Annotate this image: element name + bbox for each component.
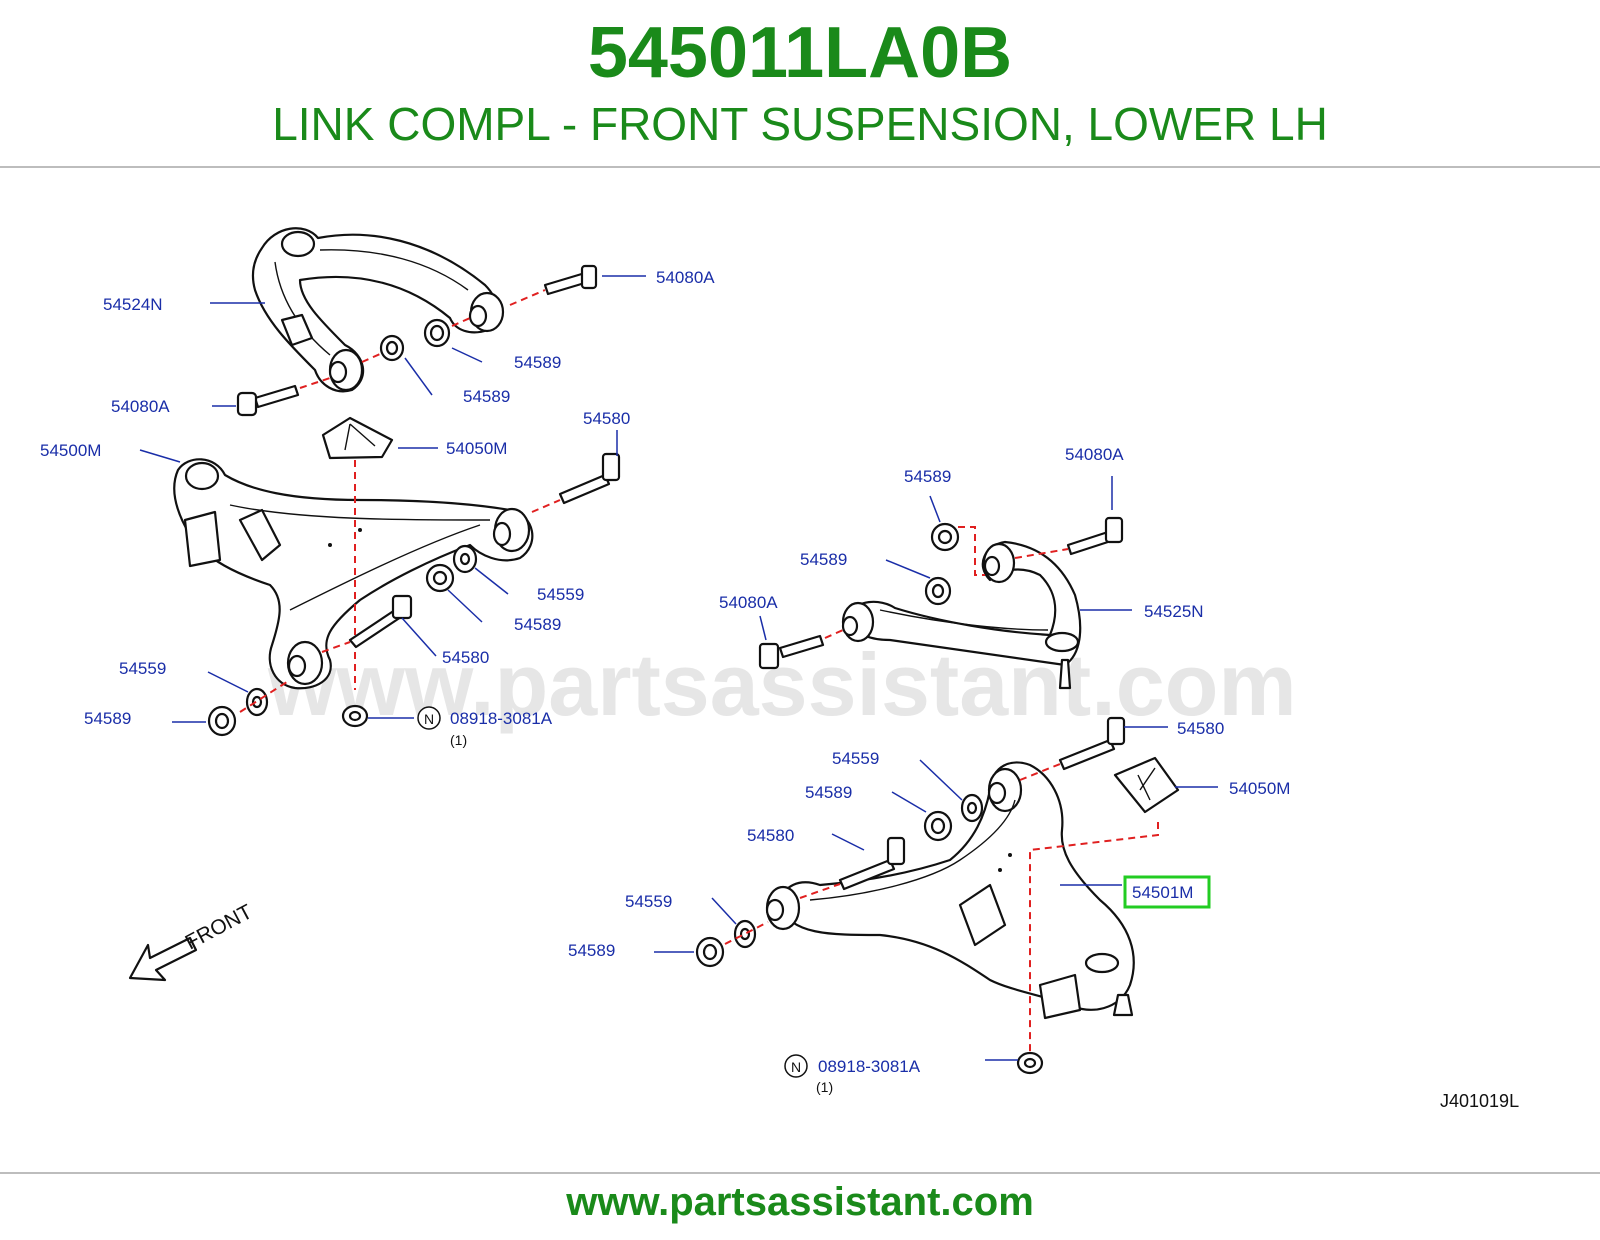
lower-arm-left-drawing: [173, 458, 534, 690]
washer-54559-left-b: [245, 687, 269, 717]
leader-dash-6: [321, 641, 351, 653]
label-54580-b: 54580: [442, 648, 489, 667]
label-54589-a: 54589: [514, 353, 561, 372]
nut-callout-left: N: [417, 706, 441, 730]
nut-54589-a: [423, 318, 451, 348]
nut-54589-right-b: [695, 936, 725, 968]
label-54589-b: 54589: [463, 387, 510, 406]
footer-url[interactable]: www.partsassistant.com: [566, 1180, 1034, 1224]
label-54080A-d: 54080A: [719, 593, 778, 612]
washer-54559-left-a: [452, 544, 478, 574]
nut-54589-left-a: [425, 563, 455, 593]
leader-dash-10: [824, 629, 844, 639]
label-08918-a: 08918-3081A: [450, 709, 553, 728]
label-54500M: 54500M: [40, 441, 101, 460]
front-arrow-icon: [128, 936, 198, 982]
leader-dash-8: [958, 526, 985, 576]
upper-arm-left-drawing: [251, 227, 505, 393]
part-number-title: 545011LA0B: [587, 13, 1013, 93]
nut-08918-left: [341, 704, 369, 728]
leader-dash-1: [509, 289, 546, 306]
label-54525N: 54525N: [1144, 602, 1204, 621]
label-54080A-b: 54080A: [111, 397, 170, 416]
label-54080A-a: 54080A: [656, 268, 715, 287]
bolt-54580-upper-left: [558, 452, 621, 505]
bolt-54580-right-top: [1058, 716, 1126, 771]
label-08918-b: 08918-3081A: [818, 1057, 921, 1076]
parts-diagram: www.partsassistant.com: [0, 172, 1600, 1152]
label-54524N: 54524N: [103, 295, 163, 314]
nut-54589-left-b: [207, 705, 237, 737]
label-54559-b: 54559: [119, 659, 166, 678]
bolt-54080A-upper: [543, 264, 598, 296]
label-54559-a: 54559: [537, 585, 584, 604]
part-description: LINK COMPL - FRONT SUSPENSION, LOWER LH: [272, 98, 1328, 150]
label-54589-d: 54589: [84, 709, 131, 728]
bolt-54580-lower-left: [348, 594, 413, 649]
nut-symbol-right: N: [791, 1059, 801, 1075]
nut-08918-right: [1016, 1051, 1044, 1075]
part-labels: 54524N 54080A 54589 54589 54080A 54580 5…: [40, 268, 1290, 1095]
nut-54589-right-top: [930, 522, 960, 552]
leader-dash-9: [1014, 548, 1069, 559]
header: 545011LA0B LINK COMPL - FRONT SUSPENSION…: [0, 0, 1600, 168]
upper-arm-right-drawing: [841, 540, 1082, 690]
qty-right: (1): [816, 1079, 833, 1095]
bolt-54580-right-mid: [838, 836, 906, 891]
leader-dash-7: [239, 679, 291, 713]
front-label: FRONT: [182, 900, 257, 954]
qty-left: (1): [450, 732, 467, 748]
label-54589-h: 54589: [568, 941, 615, 960]
label-54580-a: 54580: [583, 409, 630, 428]
leader-dash-3: [299, 353, 381, 389]
bolt-54080A-right-left: [758, 634, 825, 670]
label-54080A-c: 54080A: [1065, 445, 1124, 464]
nut-54589-right-a: [923, 810, 953, 842]
nut-54589-b: [379, 334, 405, 362]
label-54589-g: 54589: [805, 783, 852, 802]
label-54589-c: 54589: [514, 615, 561, 634]
bolt-54080A-lower: [236, 384, 300, 417]
nut-54589-right-mid: [924, 576, 952, 606]
label-54559-c: 54559: [832, 749, 879, 768]
nut-callout-right: N: [784, 1054, 808, 1078]
washer-54559-right-a: [960, 793, 984, 823]
label-54501M: 54501M: [1132, 883, 1193, 902]
label-54050M-b: 54050M: [1229, 779, 1290, 798]
leader-dash-5: [531, 499, 561, 513]
diagram-code: J401019L: [1440, 1091, 1519, 1111]
target-part-highlight: [1123, 875, 1211, 909]
bolt-54080A-right-top: [1066, 516, 1124, 556]
bumper-54050M-left: [321, 416, 394, 460]
nut-symbol-left: N: [424, 711, 434, 727]
leader-lines: [139, 275, 1218, 1061]
lower-arm-right-drawing: [765, 761, 1135, 1020]
leader-dash-11: [1029, 822, 1159, 1055]
bumper-54050M-right: [1113, 756, 1180, 814]
label-54050M-a: 54050M: [446, 439, 507, 458]
header-divider: [0, 166, 1600, 168]
label-54580-d: 54580: [747, 826, 794, 845]
label-54589-e: 54589: [904, 467, 951, 486]
leader-dash-2: [451, 317, 471, 327]
label-54559-d: 54559: [625, 892, 672, 911]
washer-54559-right-b: [733, 919, 757, 949]
label-54580-c: 54580: [1177, 719, 1224, 738]
leader-dash-14: [724, 921, 769, 945]
footer-divider: [0, 1172, 1600, 1174]
label-54589-f: 54589: [800, 550, 847, 569]
